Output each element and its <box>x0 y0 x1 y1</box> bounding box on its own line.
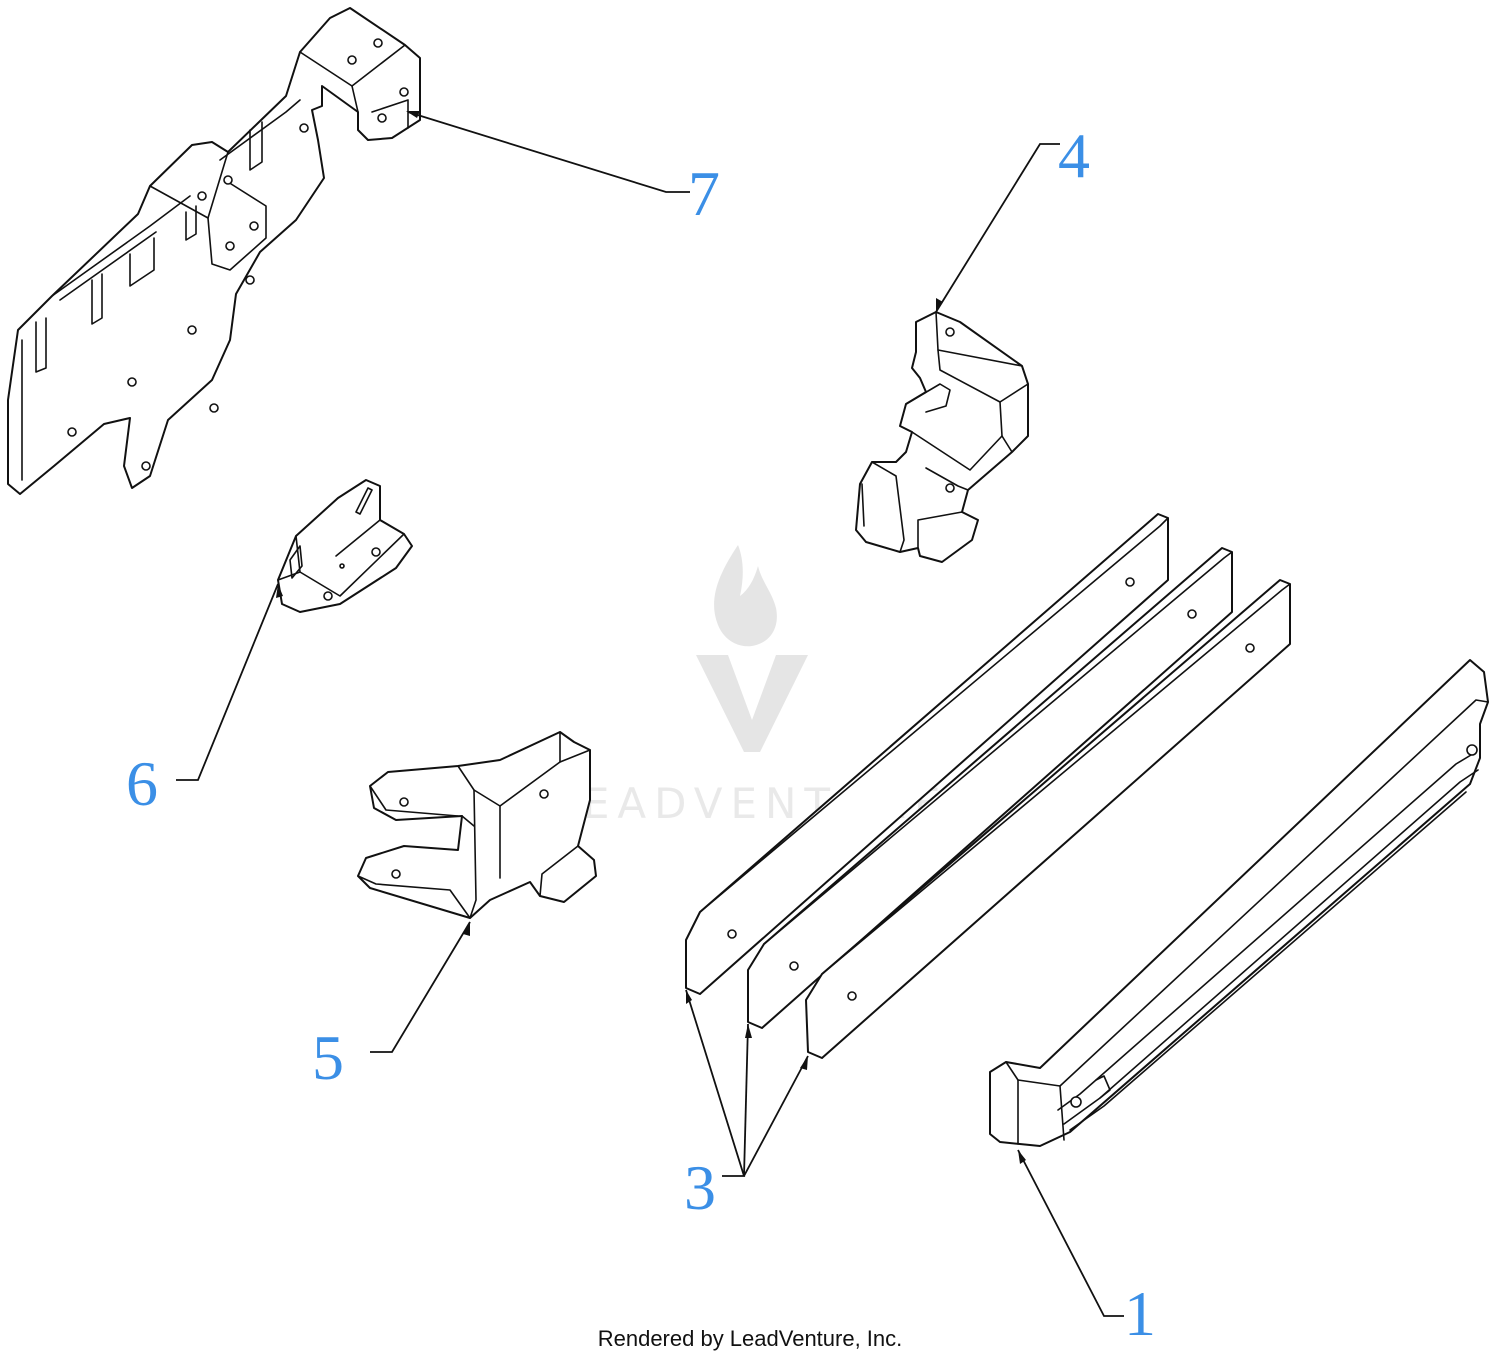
footer-credit: Rendered by LeadVenture, Inc. <box>597 1326 903 1351</box>
part-3-slats[interactable] <box>685 513 1291 1059</box>
callout-5[interactable]: 5 <box>312 1022 344 1093</box>
callout-3[interactable]: 3 <box>684 1152 716 1223</box>
callout-4[interactable]: 4 <box>1058 120 1090 191</box>
callout-7[interactable]: 7 <box>688 158 720 229</box>
part-6-angle-bracket[interactable] <box>277 479 413 613</box>
leader-lines <box>176 111 1124 1317</box>
part-5-bracket[interactable] <box>357 731 597 919</box>
part-4-bracket[interactable] <box>855 311 1029 563</box>
callout-6[interactable]: 6 <box>126 748 158 819</box>
part-7-mounting-plate[interactable] <box>7 7 421 495</box>
callout-1[interactable]: 1 <box>1124 1278 1156 1349</box>
part-1-bumper[interactable] <box>989 659 1489 1147</box>
